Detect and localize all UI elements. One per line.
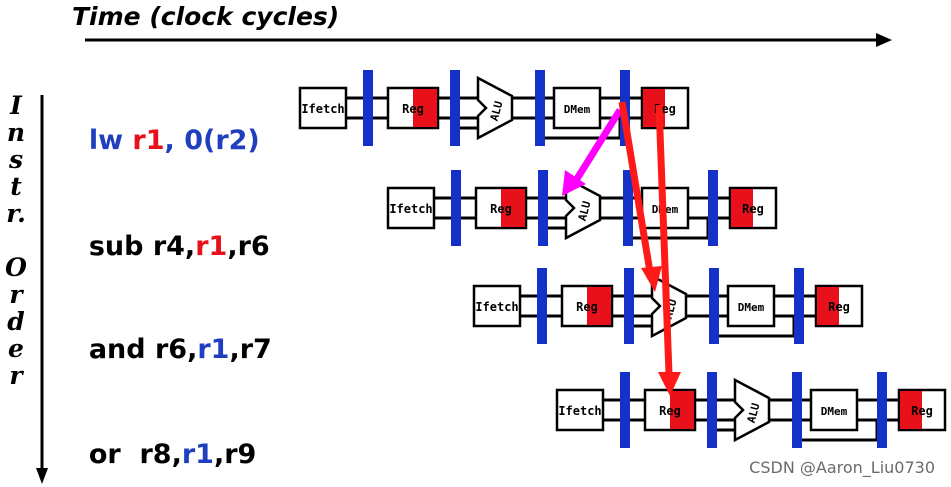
instruction-and: and r6,r1,r7	[70, 302, 272, 366]
order-axis-arrowhead	[36, 468, 48, 484]
reg-read-label: Reg	[659, 404, 681, 418]
hazard-arrowhead-and	[641, 266, 662, 292]
reg-write-half	[817, 287, 839, 325]
instruction-order-label: I n s t r. O r d e r	[2, 92, 30, 389]
pipeline-register-bar	[538, 170, 548, 246]
alu-label: ALU	[745, 401, 763, 424]
instr-part: r1	[197, 334, 230, 365]
alu-label: ALU	[488, 99, 506, 122]
ifetch-label: Ifetch	[389, 202, 432, 216]
alu-stage	[476, 75, 514, 141]
pipeline-register-bar	[707, 372, 717, 448]
instr-part: r1	[195, 231, 228, 262]
instr-part: or r8,	[88, 439, 182, 470]
pipeline-register-bar	[708, 170, 718, 246]
pipeline-register-bar	[709, 268, 719, 344]
order-letter: e	[8, 334, 24, 363]
instr-part: r1	[132, 125, 165, 156]
ifetch-stage	[472, 284, 522, 328]
hazard-arrow-and-line	[618, 101, 654, 273]
order-letter: I	[10, 91, 22, 120]
ifetch-stage	[298, 86, 348, 130]
alu-label: ALU	[576, 199, 594, 222]
dmem-label: DMem	[564, 103, 591, 116]
reg-read-label: Reg	[490, 202, 512, 216]
instr-part: lw	[88, 125, 133, 156]
order-letter: r	[9, 280, 23, 309]
ifetch-stage	[555, 388, 605, 432]
dmem-stage	[552, 86, 602, 130]
instr-part: r1	[181, 439, 214, 470]
ifetch-stage	[386, 186, 436, 230]
ifetch-label: Ifetch	[475, 300, 518, 314]
pipeline-register-bar	[620, 372, 630, 448]
pipeline-register-bar	[877, 372, 887, 448]
alu-stage	[733, 377, 771, 443]
order-letter: O	[5, 253, 27, 282]
alu-stage	[564, 175, 602, 241]
instruction-sub: sub r4,r1,r6	[70, 199, 270, 263]
order-letter: d	[7, 307, 25, 336]
order-letter: r.	[6, 199, 26, 228]
forward-arrowhead	[562, 170, 586, 196]
pipeline-register-bar	[624, 268, 634, 344]
reg-read-half	[670, 391, 694, 429]
time-axis-arrowhead	[876, 33, 892, 47]
pipeline-register-bar	[535, 70, 545, 146]
ifetch-label: Ifetch	[301, 102, 344, 116]
order-letter: r	[9, 361, 23, 390]
pipeline-register-bar	[792, 372, 802, 448]
pipeline-register-bar	[450, 70, 460, 146]
dmem-label: DMem	[821, 405, 848, 418]
reg-write-label: Reg	[742, 202, 764, 216]
pipeline-register-bar	[537, 268, 547, 344]
order-letter: t	[10, 172, 22, 201]
order-letter: n	[6, 118, 26, 147]
reg-write-label: Reg	[911, 404, 933, 418]
reg-read-half	[501, 189, 525, 227]
instruction-lw: lw r1, 0(r2)	[70, 93, 260, 157]
reg-write-half	[900, 391, 922, 429]
instr-part: sub r4,	[88, 231, 196, 262]
instr-part: ,r6	[227, 231, 270, 262]
watermark: CSDN @Aaron_Liu0730	[749, 458, 935, 477]
time-axis-title: Time (clock cycles)	[72, 2, 340, 31]
instr-part: ,r9	[213, 439, 257, 470]
instr-part: and r6,	[88, 334, 198, 365]
dmem-stage	[809, 388, 859, 432]
reg-read-label: Reg	[402, 102, 424, 116]
reg-read-half	[587, 287, 611, 325]
reg-read-label: Reg	[576, 300, 598, 314]
pipeline-register-bar	[623, 170, 633, 246]
instr-part: ,r7	[229, 334, 272, 365]
instr-part: , 0(r2)	[164, 125, 260, 156]
forward-arrow-line	[572, 108, 623, 184]
pipeline-register-bar	[363, 70, 373, 146]
ifetch-label: Ifetch	[558, 404, 601, 418]
dmem-label: DMem	[738, 301, 765, 314]
reg-write-half	[731, 189, 753, 227]
hazard-arrowhead-or	[658, 372, 681, 396]
reg-read-half	[413, 89, 437, 127]
reg-write-label: Reg	[828, 300, 850, 314]
instruction-or: or r8,r1,r9	[70, 407, 257, 471]
order-letter: s	[8, 145, 24, 174]
pipeline-register-bar	[794, 268, 804, 344]
dmem-stage	[726, 284, 776, 328]
pipeline-register-bar	[451, 170, 461, 246]
hazard-arrow-or-line	[655, 104, 673, 375]
